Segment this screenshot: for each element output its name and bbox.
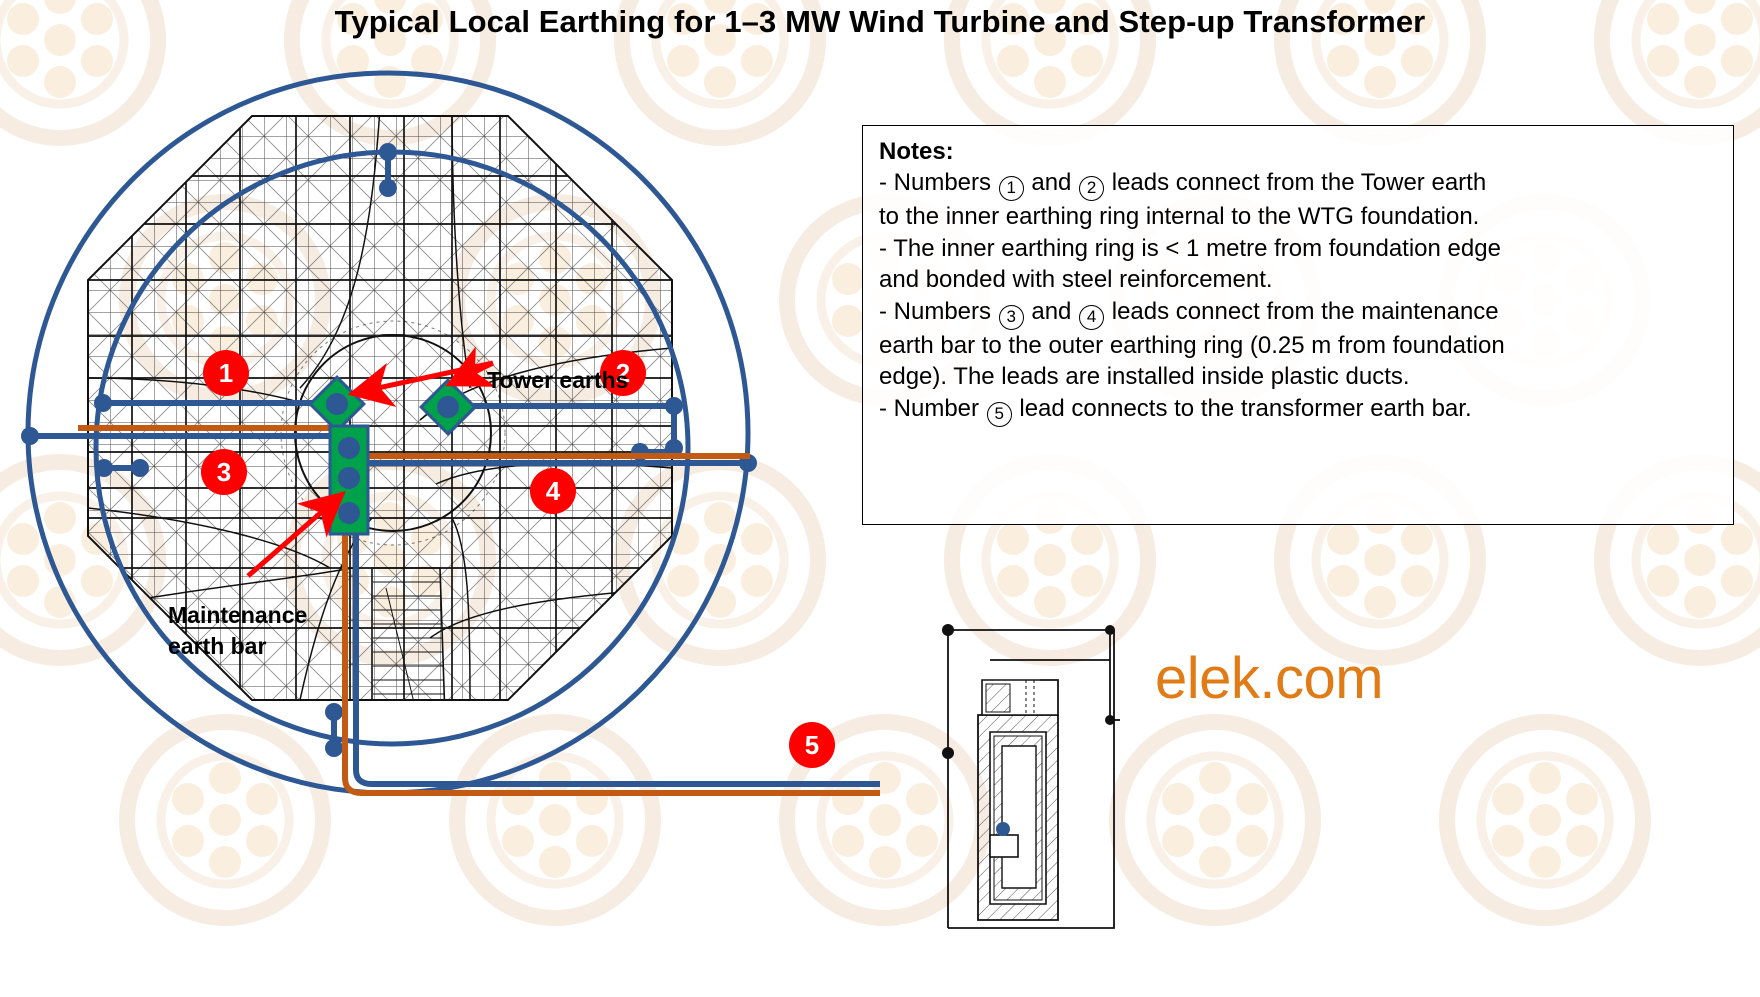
notes-line: - The inner earthing ring is < 1 metre f… — [879, 234, 1501, 262]
earth-node — [942, 624, 954, 636]
ring-junction-dot — [94, 394, 112, 412]
transformer-plinth — [977, 679, 1059, 921]
marker-5[interactable]: 5 — [789, 722, 835, 768]
notes-circled-number: 3 — [998, 304, 1024, 330]
earth-node — [1105, 625, 1115, 635]
label-tower-earths: Tower earths — [487, 365, 628, 396]
ring-junction-dot — [95, 459, 113, 477]
notes-circled-number: 2 — [1079, 176, 1105, 202]
earth-node — [1105, 715, 1115, 725]
page-title: Typical Local Earthing for 1–3 MW Wind T… — [334, 4, 1426, 39]
ring-junction-dot — [379, 179, 397, 197]
maintenance-earth-bar — [328, 424, 370, 536]
ring-junction-dot — [21, 427, 39, 445]
notes-heading: Notes: — [879, 138, 954, 165]
watermark-logo-text: elek.com — [1155, 646, 1384, 711]
marker-3[interactable]: 3 — [201, 449, 247, 495]
notes-line: edge). The leads are installed inside pl… — [879, 363, 1410, 391]
notes-line: - Numbers 1 and 2 leads connect from the… — [879, 167, 1719, 202]
ring-junction-dot — [131, 459, 149, 477]
label-tower-earths-text: Tower earths — [487, 367, 629, 393]
notes-line: and bonded with steel reinforcement. — [879, 266, 1273, 294]
notes-circled-number: 1 — [998, 176, 1024, 202]
label-maintenance-line2: earth bar — [168, 632, 267, 659]
label-maintenance-earth-bar: Maintenance earth bar — [168, 600, 307, 661]
tower-earths-arrows — [347, 346, 496, 408]
notes-line: - Numbers 3 and 4 leads connect from the… — [879, 296, 1719, 330]
ring-junction-dot — [379, 143, 397, 161]
marker-2[interactable]: 2 — [600, 350, 646, 396]
maintenance-bar-arrow — [246, 491, 346, 578]
ring-junction-dot — [325, 739, 343, 757]
earth-node — [942, 747, 954, 759]
notes-panel: Notes: - Numbers 1 and 2 leads connect f… — [862, 125, 1734, 525]
transformer-pad-plan — [942, 624, 1120, 929]
marker-4[interactable]: 4 — [530, 468, 576, 514]
tower-shaft-detail — [371, 567, 449, 700]
notes-body: - Numbers 1 and 2 leads connect from the… — [879, 167, 1719, 427]
label-maintenance-line1: Maintenance — [168, 602, 308, 628]
tower-earth-pad-right — [419, 378, 477, 436]
transformer-earth-bar — [989, 822, 1019, 858]
notes-circled-number: 4 — [1079, 304, 1105, 330]
notes-line: earth bar to the outer earthing ring (0.… — [879, 331, 1505, 359]
marker-1[interactable]: 1 — [203, 350, 249, 396]
notes-line: to the inner earthing ring internal to t… — [879, 203, 1480, 231]
notes-line: - Number 5 lead connects to the transfor… — [879, 393, 1719, 427]
notes-circled-number: 5 — [986, 401, 1012, 427]
wtg-foundation-earthing-plan — [21, 70, 880, 796]
ring-junction-dot — [325, 703, 343, 721]
plastic-duct-run-to-transformer — [342, 478, 880, 796]
